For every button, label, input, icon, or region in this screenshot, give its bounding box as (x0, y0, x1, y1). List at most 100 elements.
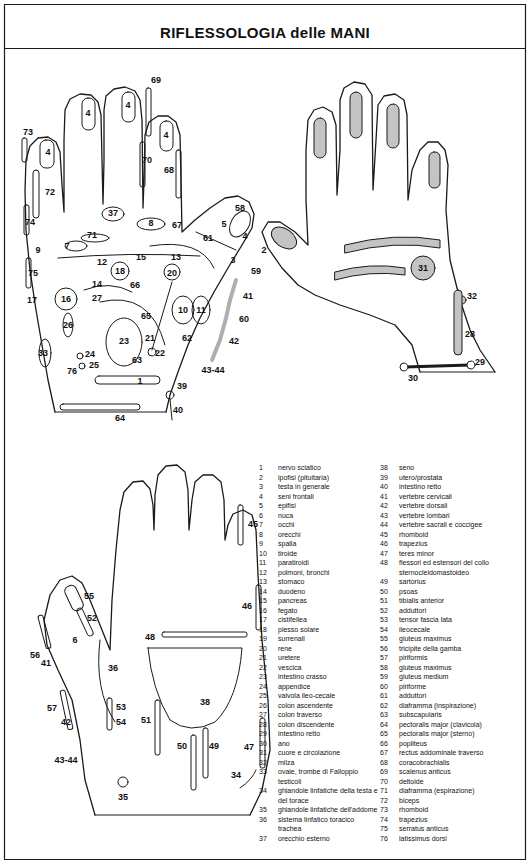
reflex-zone (335, 266, 405, 280)
key-row: 1nervo sciatico (259, 463, 378, 473)
key-row: 14duodeno (259, 587, 378, 597)
callout-number: 4 (125, 101, 130, 110)
key-number: 72 (380, 796, 399, 806)
key-row: 63subscapularis (380, 710, 525, 720)
key-name: sartorius (399, 577, 525, 587)
reflex-zone (387, 104, 399, 148)
key-number: 53 (380, 615, 399, 625)
key-number: 6 (259, 511, 278, 521)
key-number: 50 (380, 587, 399, 597)
key-number: 54 (380, 625, 399, 635)
callout-number: 71 (87, 231, 97, 240)
callout-number: 22 (155, 349, 165, 358)
key-row: 21uretere (259, 653, 378, 663)
key-name: spalla (278, 539, 378, 549)
key-name: rectus addominale traverso (399, 748, 525, 758)
reflex-zone (107, 698, 112, 730)
key-row: 73rhomboid (380, 805, 525, 815)
key-number: 25 (259, 691, 278, 701)
key-name: ghiandole linfatiche dell'addome (278, 805, 378, 815)
callout-number: 23 (119, 337, 129, 346)
key-row: 12polmoni, bronchi (259, 568, 378, 578)
key-row: 58gluteus maximus (380, 663, 525, 673)
key-number: 70 (380, 777, 399, 787)
reflex-zone (146, 88, 151, 136)
key-number: 76 (380, 834, 399, 844)
callout-number: 4 (45, 148, 50, 157)
reflex-zone (102, 207, 124, 221)
key-name: rhomboid (399, 530, 525, 540)
key-name: piriforme (399, 682, 525, 692)
key-row: 69scalenus anticus (380, 767, 525, 777)
key-number: 27 (259, 710, 278, 720)
reflex-zone (122, 92, 135, 122)
reflex-zone (63, 313, 73, 337)
callout-number: 57 (47, 704, 57, 713)
key-row: 35ghiandole linfatiche dell'addome (259, 805, 378, 815)
key-name: ovaie, trombe di Falloppio testicoli (278, 767, 378, 786)
reflex-zone (40, 140, 54, 168)
key-row: 74trapezius (380, 815, 525, 825)
callout-number: 16 (61, 295, 71, 304)
key-number: 59 (380, 672, 399, 682)
key-row: 28colon discendente (259, 720, 378, 730)
key-number: 64 (380, 720, 399, 730)
key-number: 33 (259, 767, 278, 786)
key-name: nervo sciatico (278, 463, 378, 473)
callout-number: 38 (200, 698, 210, 707)
callout-number: 56 (30, 651, 40, 660)
key-row: 75serratus anticus (380, 824, 525, 834)
reflex-zone (22, 138, 27, 162)
key-number: 38 (380, 463, 399, 473)
key-name: intestino retto (399, 482, 525, 492)
reflex-zone (164, 264, 180, 280)
key-row: 24appendice (259, 682, 378, 692)
key-row: 61adduttori (380, 691, 525, 701)
key-number: 63 (380, 710, 399, 720)
key-number: 24 (259, 682, 278, 692)
reflex-zone (212, 280, 236, 360)
key-row: 72biceps (380, 796, 525, 806)
hand-outline (25, 87, 254, 412)
key-number: 26 (259, 701, 278, 711)
callout-number: 74 (25, 218, 35, 227)
callout-number: 59 (251, 267, 261, 276)
key-name: trapezius (399, 815, 525, 825)
key-row: 17cistifellea (259, 615, 378, 625)
key-number: 3 (259, 482, 278, 492)
reflex-zone (162, 632, 247, 637)
callout-number: 69 (151, 76, 161, 85)
key-column: 1nervo sciatico2ipofisi (pituitaria)3tes… (259, 463, 378, 843)
key-number: 51 (380, 596, 399, 606)
key-number: 57 (380, 653, 399, 663)
key-row: 30ano (259, 739, 378, 749)
key-number: 40 (380, 482, 399, 492)
key-name: rene (278, 644, 378, 654)
callout-number: 66 (130, 281, 140, 290)
key-row: 50psoas (380, 587, 525, 597)
callout-number: 37 (108, 209, 118, 218)
key-number: 34 (259, 786, 278, 805)
key-name: rhomboid (399, 805, 525, 815)
key-number: 73 (380, 805, 399, 815)
key-row: 44vertebre sacrali e coccigee (380, 520, 525, 530)
key-name: vescica (278, 663, 378, 673)
key-row: 60piriforme (380, 682, 525, 692)
key-row: 34ghiandole linfatiche della testa e del… (259, 786, 378, 805)
callout-number: 42 (229, 337, 239, 346)
callout-number: 21 (145, 334, 155, 343)
reflex-zone (148, 348, 156, 356)
key-number: 30 (259, 739, 278, 749)
key-row: 26colon ascendente (259, 701, 378, 711)
reflex-zone (33, 170, 39, 218)
callout-number: 4 (163, 131, 168, 140)
key-number: 17 (259, 615, 278, 625)
key-number: 52 (380, 606, 399, 616)
key-name: tensor fascia lata (399, 615, 525, 625)
key-name: popliteus (399, 739, 525, 749)
key-name: deltoide (399, 777, 525, 787)
key-row: 48flessori ed estensori del collo sterno… (380, 558, 525, 577)
reflex-zone (137, 218, 165, 230)
key-row: 67rectus addominale traverso (380, 748, 525, 758)
